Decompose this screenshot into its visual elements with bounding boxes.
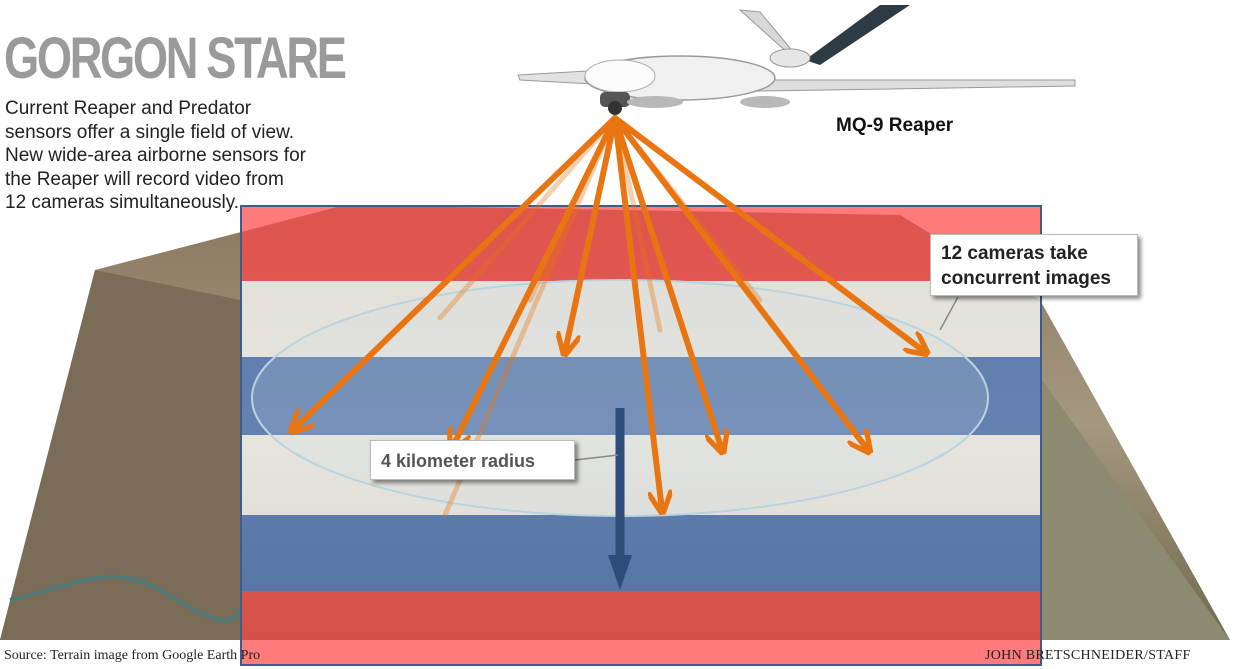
terrain-left-slope	[0, 270, 240, 640]
drone-icon	[517, 5, 1076, 115]
camera-arrow	[293, 115, 618, 430]
camera-arrow	[612, 115, 722, 450]
callout-radius: 4 kilometer radius	[370, 440, 575, 480]
callout-cameras-line2: concurrent images	[941, 268, 1111, 289]
callout-cameras: 12 cameras take concurrent images	[930, 234, 1138, 296]
camera-arrows	[293, 115, 925, 510]
river-line	[9, 575, 242, 623]
description: Current Reaper and Predator sensors offe…	[5, 97, 365, 215]
camera-arrow	[612, 115, 925, 352]
flag-band-blue-bottom	[242, 515, 1040, 591]
radius-arrow-icon	[608, 408, 632, 590]
flag-band-red-bottom	[242, 591, 1040, 664]
camera-arrow	[612, 115, 868, 450]
camera-arrow	[452, 115, 618, 448]
camera-arrow	[565, 115, 618, 352]
camera-arrow	[612, 115, 662, 510]
description-line: the Reaper will record video from	[5, 168, 284, 190]
description-line: Current Reaper and Predator	[5, 98, 252, 119]
description-line: sensors offer a single field of view.	[5, 121, 295, 143]
flag-band-red-top	[242, 207, 1040, 281]
callout-cameras-line1: 12 cameras take	[941, 243, 1088, 264]
page-title: GORGON STARE	[4, 26, 347, 91]
description-line: New wide-area airborne sensors for	[5, 145, 306, 166]
drone-label: MQ-9 Reaper	[836, 115, 954, 136]
description-line: 12 cameras simultaneously.	[5, 192, 240, 213]
flag-band-blue-top	[242, 357, 1040, 435]
source-caption: Source: Terrain image from Google Earth …	[4, 648, 261, 663]
flag-overlay	[240, 205, 1042, 666]
terrain-right-slope	[1042, 380, 1230, 640]
credit-caption: JOHN BRETSCHNEIDER/STAFF	[985, 648, 1191, 663]
